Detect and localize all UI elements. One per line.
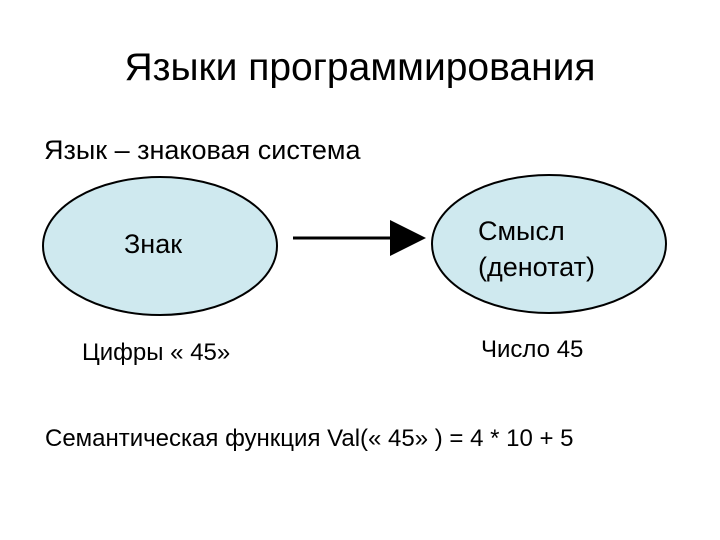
slide-subtitle: Язык – знаковая система <box>44 135 361 165</box>
meaning-label: Смысл (денотат) <box>478 213 595 285</box>
slide-title: Языки программирования <box>124 46 596 89</box>
meaning-label-line-1: Смысл <box>478 216 565 246</box>
sign-ellipse <box>42 176 278 316</box>
sign-label: Знак <box>124 229 183 259</box>
sign-caption: Цифры « 45» <box>82 339 231 366</box>
meaning-caption: Число 45 <box>481 336 584 363</box>
meaning-label-line-2: (денотат) <box>478 252 595 282</box>
meaning-ellipse <box>431 174 667 314</box>
semantic-function-formula: Семантическая функция Val(« 45» ) = 4 * … <box>45 425 574 452</box>
